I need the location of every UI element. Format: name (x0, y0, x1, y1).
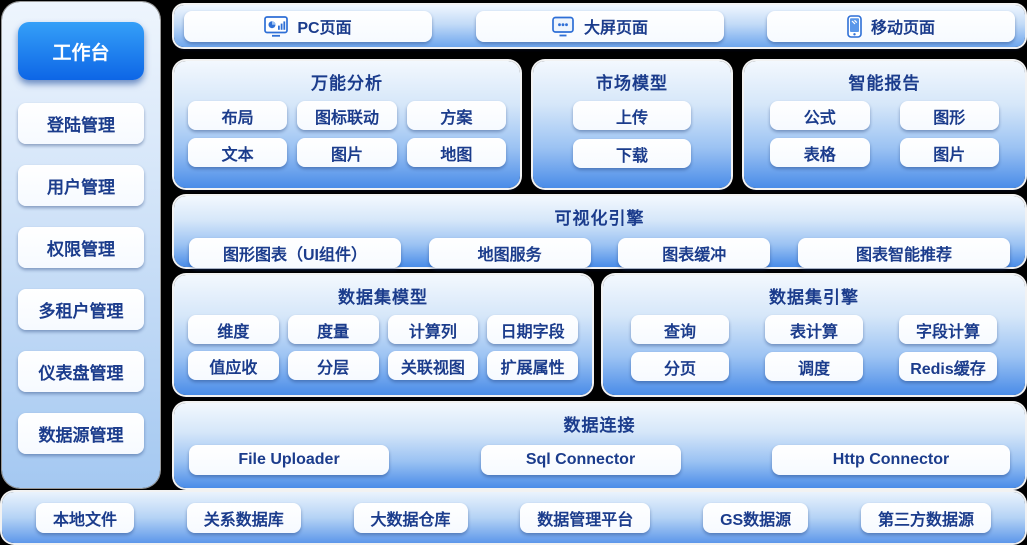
map-button[interactable]: 地图 (406, 138, 506, 167)
sidebar: 工作台 登陆管理 用户管理 权限管理 多租户管理 仪表盘管理 数据源管理 (2, 2, 160, 488)
hierarchy-button[interactable]: 分层 (287, 351, 379, 380)
gs-datasource-button[interactable]: GS数据源 (703, 502, 809, 533)
graphic-button[interactable]: 图形 (899, 101, 999, 130)
dataset-model-block: 数据集模型 维度 度量 计算列 日期字段 值应收 分层 关联视图 扩展属性 (174, 275, 592, 395)
sidebar-item-user-management[interactable]: 用户管理 (18, 165, 144, 206)
chart-buffer-button[interactable]: 图表缓冲 (618, 238, 771, 268)
measure-button[interactable]: 度量 (287, 315, 379, 344)
scheduling-button[interactable]: 调度 (765, 352, 863, 381)
date-field-button[interactable]: 日期字段 (487, 315, 578, 344)
table-calc-button[interactable]: 表计算 (765, 315, 863, 344)
sql-connector-button[interactable]: Sql Connector (480, 445, 681, 475)
dataset-engine-block: 数据集引擎 查询 表计算 字段计算 分页 调度 Redis缓存 (603, 275, 1025, 395)
formula-button[interactable]: 公式 (770, 101, 870, 130)
visual-engine-items: 图形图表（UI组件） 地图服务 图表缓冲 图表智能推荐 (174, 238, 1025, 268)
smart-report-items: 公式 图形 表格 图片 (744, 101, 1025, 167)
dataset-engine-items: 查询 表计算 字段计算 分页 调度 Redis缓存 (603, 315, 1025, 381)
data-source-bar: 本地文件 关系数据库 大数据仓库 数据管理平台 GS数据源 第三方数据源 (2, 492, 1025, 543)
ui-chart-components-button[interactable]: 图形图表（UI组件） (189, 238, 401, 268)
pc-page-icon (264, 15, 289, 37)
field-calc-button[interactable]: 字段计算 (899, 315, 997, 344)
value-receivable-button[interactable]: 值应收 (188, 351, 279, 380)
smart-report-block: 智能报告 公式 图形 表格 图片 (744, 61, 1025, 188)
market-model-items: 上传 下载 (533, 101, 731, 168)
http-connector-button[interactable]: Http Connector (772, 445, 1010, 475)
map-service-button[interactable]: 地图服务 (428, 238, 591, 268)
universal-analysis-title: 万能分析 (311, 74, 383, 93)
mobile-page-label: 移动页面 (870, 20, 935, 37)
sidebar-item-login-management[interactable]: 登陆管理 (18, 103, 144, 144)
big-data-warehouse-button[interactable]: 大数据仓库 (353, 502, 468, 533)
upload-button[interactable]: 上传 (573, 101, 691, 130)
market-model-title: 市场模型 (596, 74, 668, 93)
dataset-model-title: 数据集模型 (338, 288, 428, 307)
text-button[interactable]: 文本 (188, 138, 288, 167)
data-connection-items: File Uploader Sql Connector Http Connect… (174, 445, 1025, 475)
dataset-row: 数据集模型 维度 度量 计算列 日期字段 值应收 分层 关联视图 扩展属性 数据… (174, 275, 1025, 395)
thirdparty-datasource-button[interactable]: 第三方数据源 (860, 502, 991, 533)
sidebar-item-permission-management[interactable]: 权限管理 (18, 227, 144, 268)
data-management-platform-button[interactable]: 数据管理平台 (520, 502, 651, 533)
linked-view-button[interactable]: 关联视图 (387, 351, 479, 380)
mobile-page-button[interactable]: 移动页面 (767, 10, 1015, 42)
pc-page-button[interactable]: PC页面 (184, 10, 432, 42)
market-model-block: 市场模型 上传 下载 (533, 61, 731, 188)
file-uploader-button[interactable]: File Uploader (189, 445, 389, 475)
sidebar-item-datasource-management[interactable]: 数据源管理 (18, 413, 144, 454)
big-screen-icon (551, 16, 575, 37)
relational-database-button[interactable]: 关系数据库 (186, 502, 301, 533)
local-file-button[interactable]: 本地文件 (36, 502, 135, 533)
big-screen-page-button[interactable]: 大屏页面 (475, 10, 724, 42)
universal-analysis-items: 布局 图标联动 方案 文本 图片 地图 (174, 101, 520, 167)
redis-cache-button[interactable]: Redis缓存 (899, 352, 997, 381)
extended-attribute-button[interactable]: 扩展属性 (487, 351, 578, 380)
calculated-column-button[interactable]: 计算列 (387, 315, 479, 344)
sidebar-item-multitenant-management[interactable]: 多租户管理 (18, 289, 144, 330)
sidebar-item-dashboard-management[interactable]: 仪表盘管理 (18, 351, 144, 392)
visual-engine-title: 可视化引擎 (554, 209, 645, 228)
pc-page-label: PC页面 (297, 20, 352, 37)
dimension-button[interactable]: 维度 (188, 315, 279, 344)
page-type-bar: PC页面 大屏页面 (174, 5, 1025, 47)
table-button[interactable]: 表格 (770, 138, 870, 167)
main-area: PC页面 大屏页面 (174, 0, 1025, 490)
chart-linkage-button[interactable]: 图标联动 (297, 101, 397, 130)
universal-analysis-block: 万能分析 布局 图标联动 方案 文本 图片 地图 (174, 61, 520, 188)
chart-smart-recommend-button[interactable]: 图表智能推荐 (797, 238, 1010, 268)
scheme-button[interactable]: 方案 (406, 101, 506, 130)
smart-report-title: 智能报告 (848, 74, 921, 93)
mobile-page-icon (847, 14, 862, 38)
data-connection-title: 数据连接 (563, 416, 636, 435)
pagination-button[interactable]: 分页 (631, 352, 729, 381)
capability-row-top: 万能分析 布局 图标联动 方案 文本 图片 地图 市场模型 上传 下载 智能报告… (174, 61, 1025, 188)
picture-button[interactable]: 图片 (899, 138, 999, 167)
dataset-model-items: 维度 度量 计算列 日期字段 值应收 分层 关联视图 扩展属性 (174, 315, 592, 380)
data-connection-block: 数据连接 File Uploader Sql Connector Http Co… (174, 403, 1025, 488)
layout-button[interactable]: 布局 (188, 101, 288, 130)
query-button[interactable]: 查询 (631, 315, 729, 344)
dataset-engine-title: 数据集引擎 (769, 288, 859, 307)
sidebar-item-workbench[interactable]: 工作台 (18, 22, 144, 80)
image-button[interactable]: 图片 (297, 138, 397, 167)
visual-engine-block: 可视化引擎 图形图表（UI组件） 地图服务 图表缓冲 图表智能推荐 (174, 196, 1025, 268)
download-button[interactable]: 下载 (573, 139, 691, 168)
big-screen-page-label: 大屏页面 (583, 20, 648, 37)
